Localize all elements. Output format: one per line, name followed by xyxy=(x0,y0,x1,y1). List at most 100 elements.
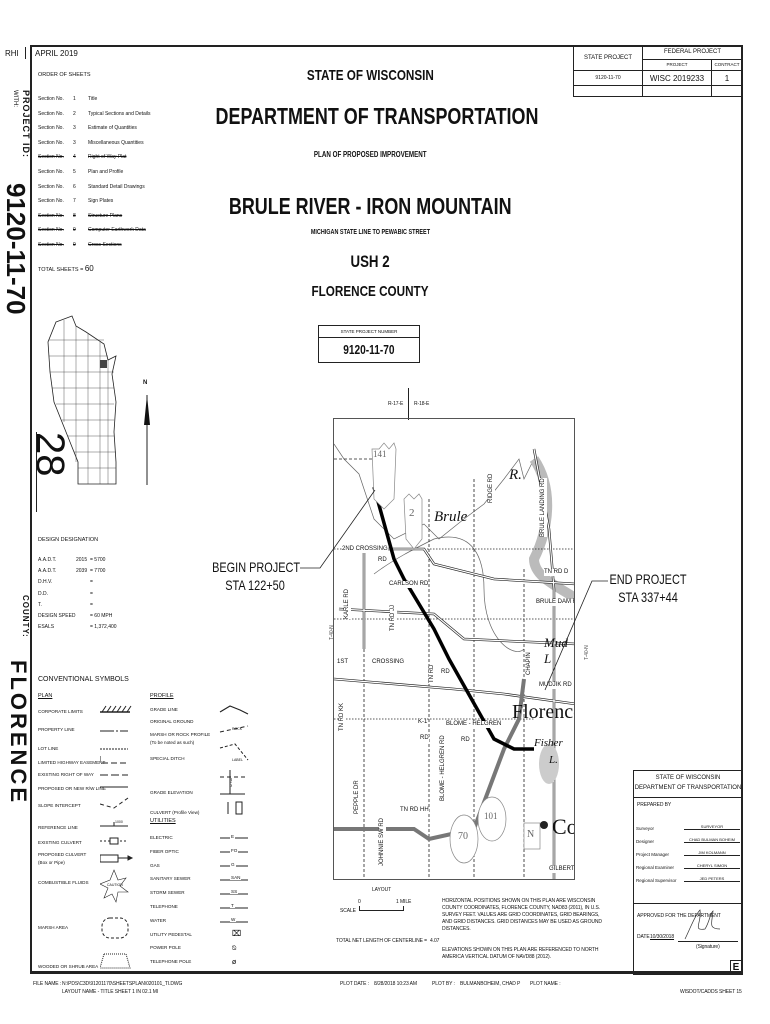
sheet-id: WISDOT/CADDS SHEET 15 xyxy=(680,989,742,995)
state-project-header: STATE PROJECT xyxy=(573,45,643,71)
profile-symbol-label: (To be noted as such) xyxy=(150,740,195,745)
utility-label: WATER xyxy=(150,917,167,923)
date-label: DATE xyxy=(637,934,650,940)
sheet-name: Plan and Profile xyxy=(88,169,124,175)
sheet-name: Computer Earthwork Data xyxy=(88,227,146,234)
plot-name-label: PLOT NAME : xyxy=(530,981,561,987)
contract-value: 1 xyxy=(711,70,743,86)
place-fisher: Fisher xyxy=(534,737,563,749)
sheet-name: Cross Sections xyxy=(88,242,122,248)
sheet-section-label: Section No. xyxy=(38,139,64,146)
county-title: FLORENCE COUNTY xyxy=(311,283,429,300)
sheet-name: Title xyxy=(88,96,98,102)
sheet-section-label: Section No. xyxy=(38,198,64,205)
power-pole-icon: ⍉ xyxy=(232,944,237,952)
contract-header: CONTRACT xyxy=(711,58,743,72)
horizontal-note: HORIZONTAL POSITIONS SHOWN ON THIS PLAN … xyxy=(442,898,602,932)
road-label: 1ST xyxy=(337,659,349,666)
sheet-section-label: Section No. xyxy=(38,183,64,190)
federal-project-header: FEDERAL PROJECT xyxy=(642,45,743,60)
florence-county-highlight xyxy=(100,360,107,368)
approval-date: 10/30/2018 xyxy=(650,934,675,940)
road-label: BRULE DAM RD xyxy=(536,599,574,606)
rock-label: ROCK xyxy=(232,727,243,731)
project-id-label: PROJECT ID: xyxy=(21,90,31,159)
sheet-section-label: Section No. xyxy=(38,110,64,117)
design-value: = xyxy=(90,601,93,608)
road-label: CARLSON RD xyxy=(389,581,429,588)
sheet-name: Sign Plates xyxy=(88,198,114,205)
label-label: LABEL xyxy=(232,758,243,762)
signoff-role: Project Manager xyxy=(636,852,670,857)
prepared-by: PREPARED BY xyxy=(637,802,672,808)
total-sheets: TOTAL SHEETS = 60 xyxy=(38,264,94,273)
plot-date-label: PLOT DATE : xyxy=(340,981,370,987)
plan-symbol-label: EXISTING CULVERT xyxy=(38,840,82,845)
conventional-symbols-title: CONVENTIONAL SYMBOLS xyxy=(38,676,129,683)
spn-divider xyxy=(319,337,419,338)
profile-symbol-label: GRADE LINE xyxy=(150,707,178,712)
plan-symbol-label: PROPOSED OR NEW R/W LINE xyxy=(38,786,106,791)
corporate-limits-symbol xyxy=(100,705,132,713)
sheet-name: Right of Way Plat xyxy=(88,154,127,161)
scale-label: SCALE xyxy=(340,908,356,914)
place-mud-lake: Mud L xyxy=(544,635,568,666)
location-map: 141 2 101 70 N Brule R. Florence Fisher … xyxy=(333,418,575,880)
empty-cell xyxy=(642,85,712,97)
design-year: 2039 xyxy=(76,568,88,575)
sheet-section-label: Section No. xyxy=(38,242,64,248)
begin-project-label: BEGIN PROJECT STA 122+50 xyxy=(200,558,310,594)
profile-symbol-label: CULVERT (Profile View) xyxy=(150,810,200,815)
range-right: R-18-E xyxy=(414,401,430,407)
plan-symbol-label: SLOPE INTERCEPT xyxy=(38,803,81,808)
wisconsin-locator-map xyxy=(47,315,117,485)
plan-symbol-label: (Box or Pipe) xyxy=(38,860,65,865)
centerline-label: TOTAL NET LENGTH OF CENTERLINE = xyxy=(336,938,427,944)
reference-label: 1000 xyxy=(115,820,123,824)
place-fisher-l: L. xyxy=(549,754,558,766)
file-name: N:\PDS\C3D\91201170\SHEETSPLAN\020101_TI… xyxy=(62,981,183,987)
road-label: TN RD KK xyxy=(339,702,346,731)
scale-zero: 0 xyxy=(358,899,361,905)
begin-project-title: BEGIN PROJECT xyxy=(212,559,301,575)
plan-symbol-label: REFERENCE LINE xyxy=(38,825,78,830)
shield-101: 101 xyxy=(484,811,498,821)
date: APRIL 2019 xyxy=(35,49,78,58)
sheet-section-label: Section No. xyxy=(38,169,64,175)
divider xyxy=(25,47,26,59)
sheet-section-label: Section No. xyxy=(38,96,64,102)
signoff-name: CHERYL SIMON xyxy=(684,863,740,869)
federal-project-value: WISC 2019233 xyxy=(642,70,712,86)
plan-symbol-label: LOT LINE xyxy=(38,746,59,751)
range-left: R-17-E xyxy=(388,401,404,407)
approved-label: APPROVED FOR THE DEPARTMENT xyxy=(637,913,721,919)
project-name: BRULE RIVER - IRON MOUNTAIN xyxy=(228,193,512,219)
sheet-section-label: Section No. xyxy=(38,212,64,219)
sheet-name: Miscellaneous Quantities xyxy=(88,139,144,146)
road-label: RD xyxy=(441,669,450,676)
plot-by: BULMANBOHEIM, CHAD P xyxy=(460,981,521,987)
end-leader xyxy=(544,580,608,691)
layout-label: LAYOUT xyxy=(372,887,392,893)
road-label: KARLE RD xyxy=(344,588,351,619)
caution-label: CAUTION xyxy=(107,883,123,887)
profile-symbol-label: ORIGINAL GROUND xyxy=(150,719,194,724)
township-left: T-40-N xyxy=(329,625,335,640)
road-label: BLOME - HELGREN xyxy=(446,721,502,728)
sheet-number: 8 xyxy=(73,212,76,219)
utilities-header: UTILITIES xyxy=(150,818,176,824)
signoff-role: Regional Supervisor xyxy=(636,878,677,883)
north-arrow-icon xyxy=(144,395,150,485)
sheet-number: 4 xyxy=(73,154,76,161)
road-label: 2ND CROSSING xyxy=(342,546,388,553)
shield-70: 70 xyxy=(458,831,468,842)
side-county: FLORENCE xyxy=(6,660,31,805)
plan-symbol-label: WOODED OR SHRUB AREA xyxy=(38,964,99,969)
utility-label: POWER POLE xyxy=(150,945,181,951)
signoff-role: Designer xyxy=(636,839,655,844)
signoff-state: STATE OF WISCONSIN xyxy=(655,775,721,781)
design-value: = 1,372,400 xyxy=(90,624,117,631)
road-label: GILBERT xyxy=(549,866,575,873)
file-name-label: FILE NAME : xyxy=(33,981,62,987)
signature-line xyxy=(678,941,738,942)
